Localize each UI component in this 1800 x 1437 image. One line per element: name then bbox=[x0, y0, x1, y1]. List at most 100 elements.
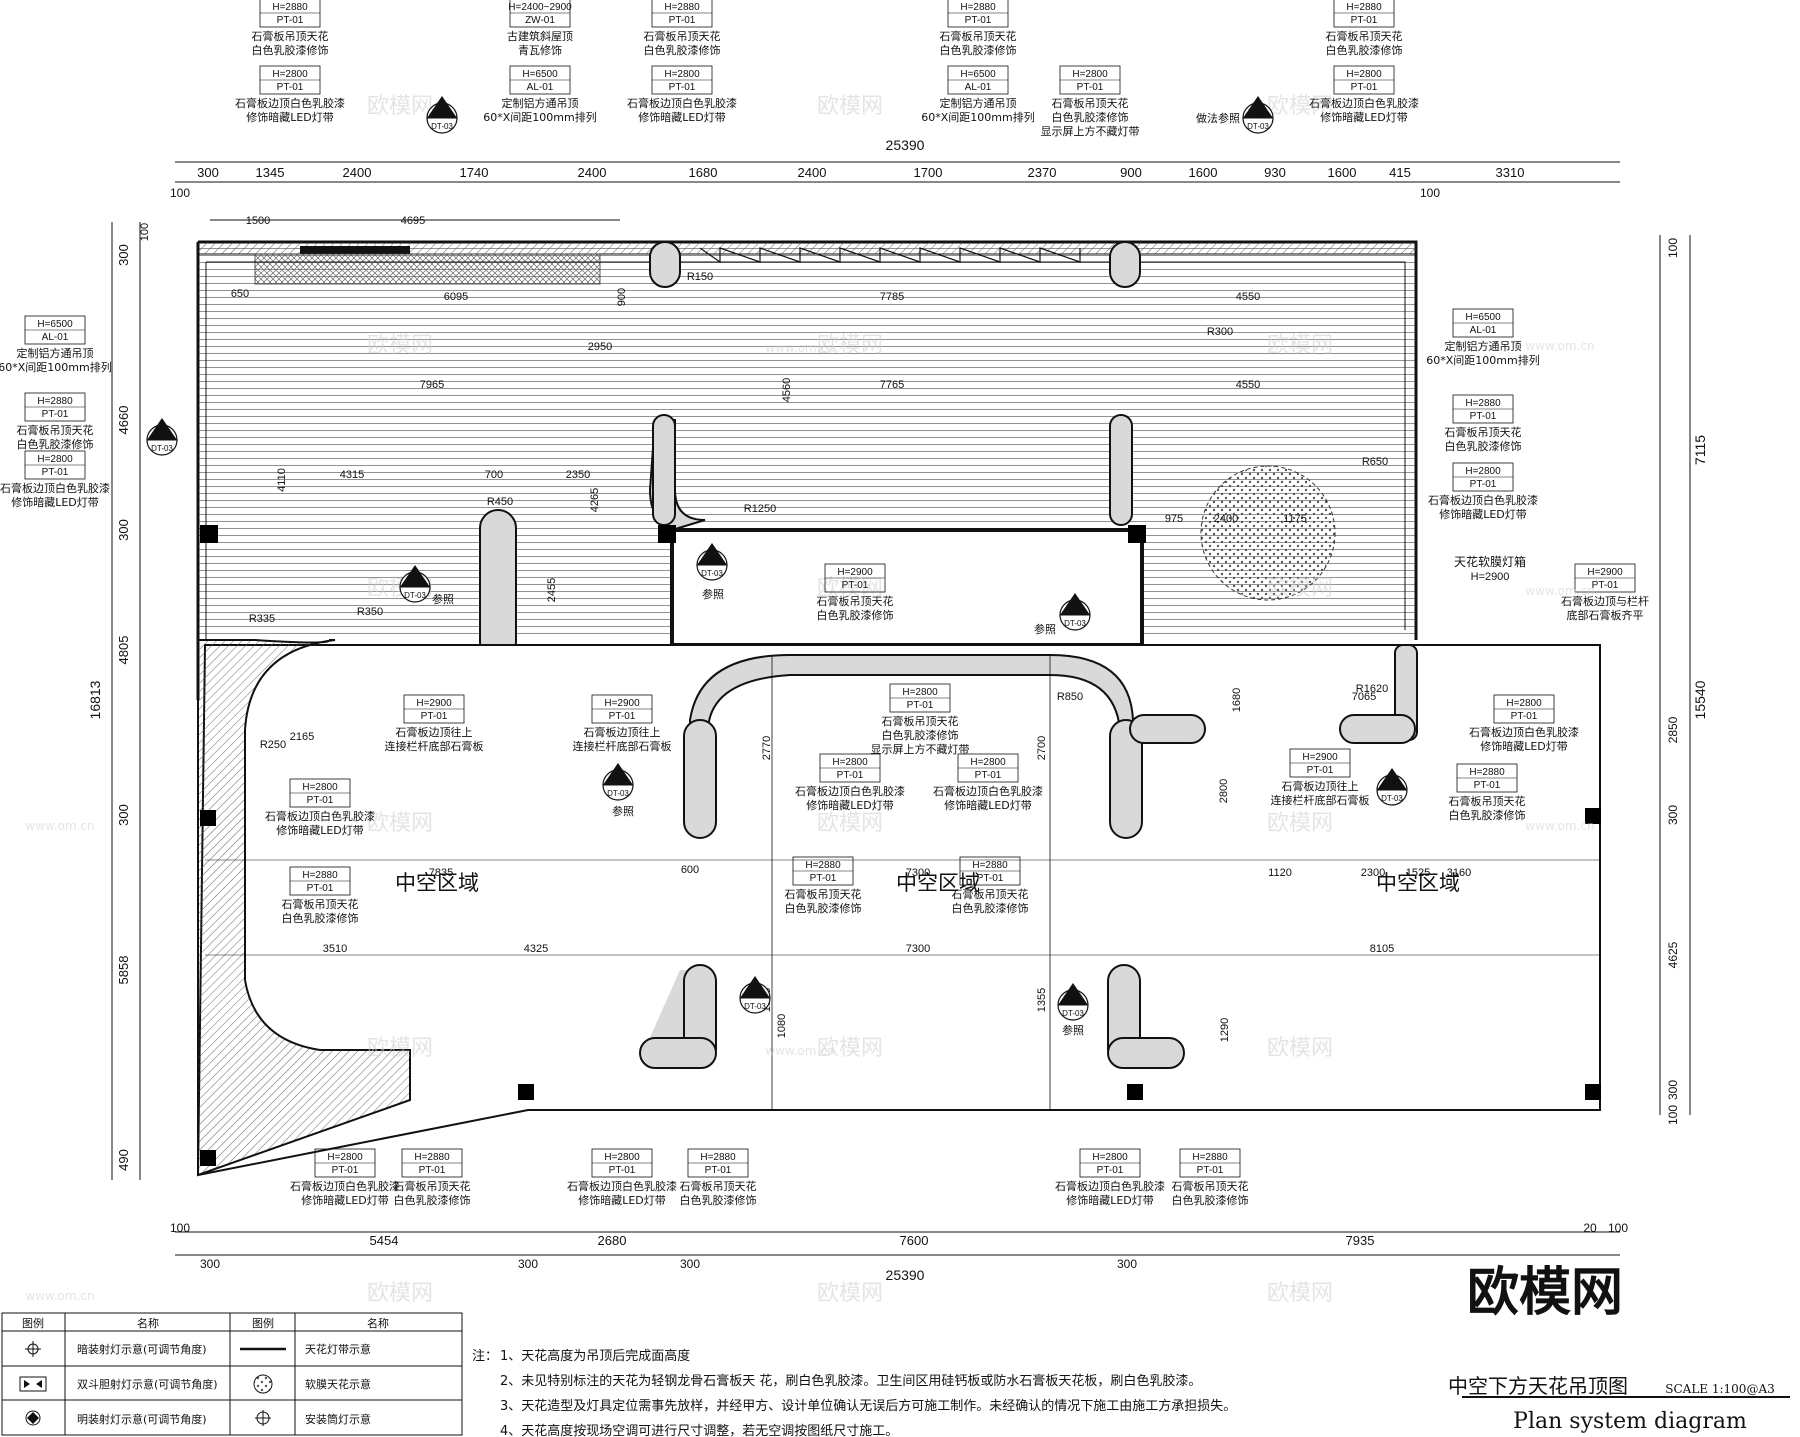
tag-desc-2: 修饰暗藏LED灯带 bbox=[246, 110, 334, 124]
tag-desc-1: 石膏板边顶白色乳胶漆 bbox=[1055, 1179, 1165, 1193]
tag-desc-2: 白色乳胶漆修饰 bbox=[252, 43, 329, 57]
callout-sheet: DT-03 bbox=[1064, 619, 1086, 628]
watermark-text: 欧模网 bbox=[817, 1036, 883, 1061]
inner-dimension: R1250 bbox=[744, 503, 776, 515]
inner-dimension: R335 bbox=[249, 613, 275, 625]
watermark-text: 欧模网 bbox=[367, 1036, 433, 1061]
tag-desc-2: 修饰暗藏LED灯带 bbox=[806, 798, 894, 812]
callout-number: 06 bbox=[156, 429, 168, 440]
watermark-text: 欧模网 bbox=[817, 811, 883, 836]
tag-height: H=2800 bbox=[664, 69, 700, 80]
tag-desc-1: 石膏板吊顶天花 bbox=[1326, 29, 1403, 43]
inner-dimension: 7835 bbox=[429, 867, 453, 879]
double-spotlight-symbol bbox=[19, 1376, 47, 1392]
callout-sheet: DT-03 bbox=[151, 444, 173, 453]
tag-code: PT-01 bbox=[421, 711, 448, 722]
tag-code: PT-01 bbox=[1470, 479, 1497, 490]
dim-bottom-segment: 7935 bbox=[1346, 1233, 1375, 1248]
tag-height: H=2800 bbox=[1072, 69, 1108, 80]
tag-code: PT-01 bbox=[332, 1165, 359, 1176]
tag-desc-2: 青瓦修饰 bbox=[518, 43, 562, 57]
inner-dimension: 4550 bbox=[1236, 291, 1260, 303]
dim-top-segment: 415 bbox=[1389, 165, 1411, 180]
tag-desc-2: 60*X间距100mm排列 bbox=[0, 360, 112, 374]
inner-dimension: R850 bbox=[1057, 691, 1083, 703]
ref-label: 参照 bbox=[1062, 1023, 1084, 1037]
inner-dimension: 4560 bbox=[781, 378, 793, 402]
callout-sheet: DT-03 bbox=[431, 122, 453, 131]
tag-desc-1: 石膏板吊顶天花 bbox=[17, 423, 94, 437]
dim-bottom-gap: 300 bbox=[680, 1257, 700, 1271]
tag-desc-1: 石膏板边顶白色乳胶漆 bbox=[0, 481, 110, 495]
legend-header: 图例 bbox=[22, 1316, 44, 1330]
tag-height: H=2880 bbox=[960, 2, 996, 13]
tag-height: H=2800 bbox=[1346, 69, 1382, 80]
callout-sheet: DT-03 bbox=[1062, 1009, 1084, 1018]
watermark-url: www.om.cn bbox=[25, 1289, 94, 1303]
tag-desc-2: 白色乳胶漆修饰 bbox=[940, 43, 1017, 57]
dim-left-segment: 4805 bbox=[116, 636, 131, 665]
watermark-text: 欧模网 bbox=[817, 94, 883, 119]
callout-arrow bbox=[147, 418, 177, 440]
tag-height: H=2800 bbox=[1506, 698, 1542, 709]
tag-height: H=2880 bbox=[272, 2, 308, 13]
callout-sheet: DT-03 bbox=[1247, 122, 1269, 131]
tag-code: PT-01 bbox=[965, 15, 992, 26]
tag-desc-2: 白色乳胶漆修饰 bbox=[817, 608, 894, 622]
tag-desc-1: 石膏板边顶白色乳胶漆 bbox=[567, 1179, 677, 1193]
tag-desc-2: 修饰暗藏LED灯带 bbox=[1066, 1193, 1154, 1207]
tag-desc-1: 石膏板吊顶天花 bbox=[882, 714, 959, 728]
soft-film-label: 天花软膜灯箱 bbox=[1454, 554, 1526, 569]
callout-number: 06 bbox=[1252, 107, 1264, 118]
tag-desc-1: 石膏板边顶白色乳胶漆 bbox=[627, 96, 737, 110]
tag-height: H=2800 bbox=[1092, 1152, 1128, 1163]
drawing-scale: SCALE 1:100@A3 bbox=[1665, 1382, 1775, 1396]
callout-sheet: DT-03 bbox=[744, 1002, 766, 1011]
watermark-url: www.om.cn bbox=[1525, 339, 1594, 353]
tag-height: H=2800 bbox=[832, 757, 868, 768]
tag-code: PT-01 bbox=[419, 1165, 446, 1176]
soft-film-light-box bbox=[1200, 465, 1336, 601]
ref-method-label: 做法参照 bbox=[1196, 111, 1240, 125]
note-item: 2、未见特别标注的天花为轻钢龙骨石膏板天 花，刷白色乳胶漆。卫生间区用硅钙板或防… bbox=[500, 1373, 1201, 1389]
tag-desc-1: 石膏板边顶白色乳胶漆 bbox=[1469, 725, 1579, 739]
tag-code: PT-01 bbox=[907, 700, 934, 711]
callout-number: 05 bbox=[1386, 779, 1398, 790]
dim-bottom-segment: 7600 bbox=[900, 1233, 929, 1248]
inner-dimension: 4325 bbox=[524, 943, 548, 955]
soft-film-height: H=2900 bbox=[1471, 571, 1510, 583]
tag-desc-1: 石膏板吊顶天花 bbox=[394, 1179, 471, 1193]
inner-dimension: R350 bbox=[357, 606, 383, 618]
tag-height: H=2880 bbox=[1469, 767, 1505, 778]
tag-height: H=6500 bbox=[960, 69, 996, 80]
tag-height: H=2880 bbox=[805, 860, 841, 871]
tag-desc-2: 修饰暗藏LED灯带 bbox=[1439, 507, 1527, 521]
dim-left-segment: 300 bbox=[116, 804, 131, 826]
tag-desc-2: 白色乳胶漆修饰 bbox=[680, 1193, 757, 1207]
legend-table bbox=[1, 1312, 463, 1436]
ceiling-islands-upper bbox=[479, 241, 1141, 661]
zone-label: 中空区域 bbox=[1376, 871, 1460, 895]
tag-height: H=2880 bbox=[700, 1152, 736, 1163]
inner-dimension: 7765 bbox=[880, 379, 904, 391]
tag-height: H=2800 bbox=[902, 687, 938, 698]
dimension-lines bbox=[111, 161, 1691, 1256]
dim-top-segment: 300 bbox=[197, 165, 219, 180]
tag-desc-2: 60*X间距100mm排列 bbox=[483, 110, 596, 124]
tag-height: H=2880 bbox=[1465, 398, 1501, 409]
notes-head: 注： bbox=[472, 1349, 498, 1364]
inner-dimension: 2400 bbox=[1214, 513, 1238, 525]
tag-desc-1: 石膏板吊顶天花 bbox=[282, 897, 359, 911]
dim-left-segment: 300 bbox=[116, 519, 131, 541]
tag-desc-1: 石膏板吊顶天花 bbox=[817, 594, 894, 608]
tag-desc-1: 石膏板吊顶天花 bbox=[952, 887, 1029, 901]
downlight-symbol bbox=[255, 1410, 271, 1426]
tag-desc-1: 石膏板吊顶天花 bbox=[1172, 1179, 1249, 1193]
tag-desc-1: 石膏板边顶往上 bbox=[1282, 779, 1359, 793]
tag-code: PT-01 bbox=[1470, 411, 1497, 422]
dim-right-inner: 300 bbox=[1666, 1080, 1680, 1100]
watermark-text: 欧模网 bbox=[367, 94, 433, 119]
tag-desc-2: 修饰暗藏LED灯带 bbox=[11, 495, 99, 509]
watermark-text: 欧模网 bbox=[367, 1281, 433, 1306]
tag-desc-2: 60*X间距100mm排列 bbox=[921, 110, 1034, 124]
